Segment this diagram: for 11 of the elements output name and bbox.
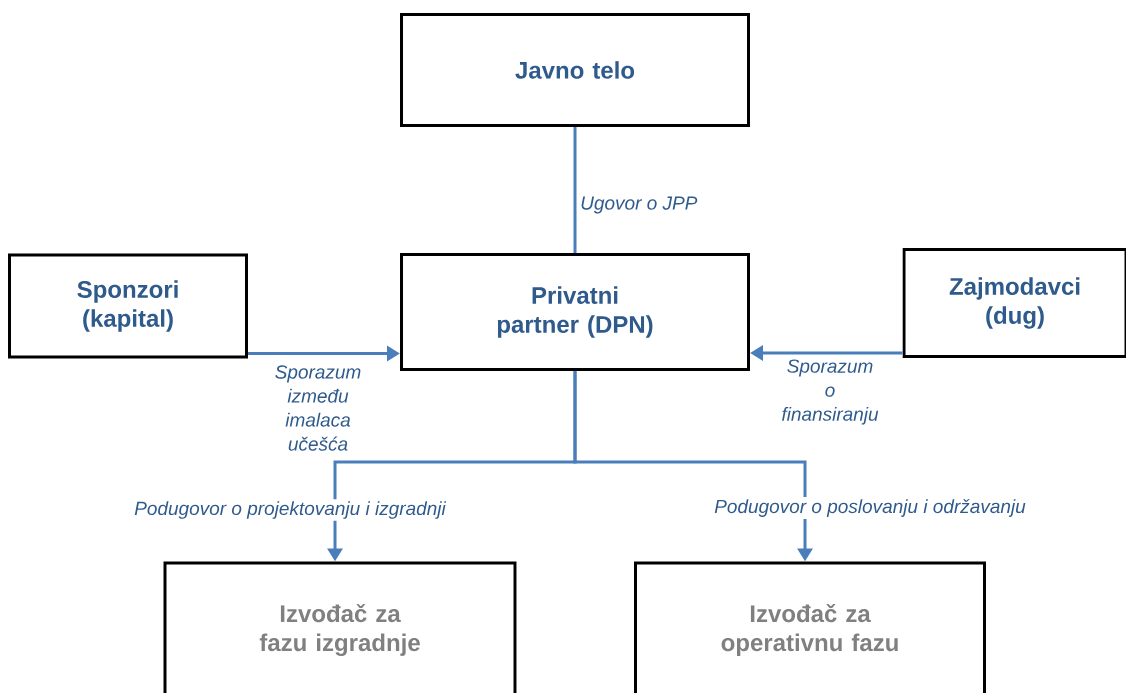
edge-label: Sporazum između imalaca učešća [275, 365, 361, 451]
process-box: Zajmodavci (dug) [902, 248, 1126, 358]
edge-label: Podugovor o poslovanju i održavanju [712, 497, 1028, 519]
edge-label: Podugovor o projektovanju i izgradnji [132, 499, 448, 521]
process-box: Izvođač za fazu izgradnje [163, 561, 517, 693]
process-box: Privatni partner (DPN) [400, 253, 750, 371]
edge-label: Sporazum o finansiranju [782, 359, 879, 425]
edge-label: Ugovor o JPP [581, 196, 698, 214]
process-box: Javno telo [400, 13, 750, 127]
process-box: Izvođač za operativnu fazu [634, 561, 986, 693]
process-box: Sponzori (kapital) [8, 253, 248, 359]
